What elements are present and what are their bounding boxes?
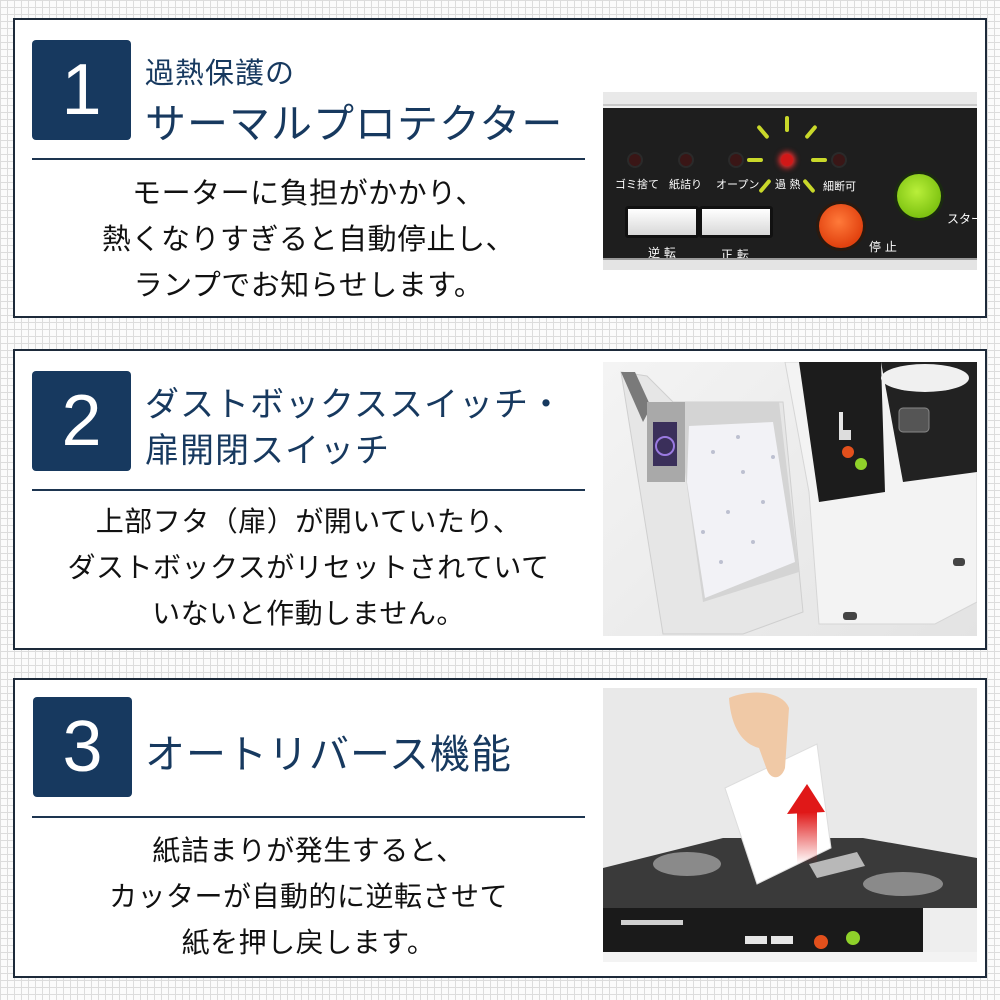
feature-panel-auto-reverse: 3 オートリバース機能 紙詰まりが発生すると、 カッターが自動的に逆転させて 紙… bbox=[13, 678, 987, 978]
indicator-label: オープン bbox=[716, 178, 760, 191]
title-divider bbox=[32, 489, 585, 491]
panel-bottom-trim bbox=[603, 258, 977, 270]
feature-number-badge: 1 bbox=[32, 40, 131, 140]
panel-top-trim bbox=[603, 92, 977, 106]
feature-description: 上部フタ（扉）が開いていたり、 ダストボックスがリセットされていて いないと作動… bbox=[32, 499, 585, 637]
feature-description: 紙詰まりが発生すると、 カッターが自動的に逆転させて 紙を押し戻します。 bbox=[32, 828, 585, 966]
control-panel-photo: ゴミ捨て 紙詰り オープン 過 熱 細断可 逆 転 正 転 停 止 スター bbox=[603, 92, 977, 270]
description-line: 上部フタ（扉）が開いていたり、 bbox=[95, 505, 522, 538]
start-label: スター bbox=[947, 212, 977, 226]
description-line: いないと作動しません。 bbox=[152, 597, 465, 630]
shredder-dustbox-illustration bbox=[620, 362, 977, 635]
description-line: ランプでお知らせします。 bbox=[133, 268, 484, 302]
glow-ray-icon bbox=[747, 158, 763, 162]
glow-ray-icon bbox=[811, 158, 827, 162]
led-paper-jam-icon bbox=[680, 154, 692, 166]
led-trash-icon bbox=[629, 154, 641, 166]
indicator-label: 細断可 bbox=[823, 180, 856, 193]
reverse-switch bbox=[625, 206, 699, 238]
glow-ray-icon bbox=[802, 178, 816, 194]
description-line: カッターが自動的に逆転させて bbox=[108, 880, 508, 913]
indicator-label: 過 熱 bbox=[775, 178, 801, 191]
led-open-icon bbox=[730, 154, 742, 166]
glow-ray-icon bbox=[756, 124, 770, 140]
auto-reverse-photo bbox=[603, 688, 977, 962]
feature-title-line1: ダストボックススイッチ・ bbox=[145, 385, 564, 425]
description-line: 紙を押し戻します。 bbox=[181, 926, 436, 959]
dust-box-photo bbox=[603, 362, 977, 636]
feature-title-line2: 扉開閉スイッチ bbox=[145, 431, 390, 471]
description-line: ダストボックスがリセットされていて bbox=[67, 551, 550, 584]
start-button-image bbox=[897, 174, 941, 218]
description-line: モーターに負担がかかり、 bbox=[132, 176, 485, 210]
glow-ray-icon bbox=[804, 124, 818, 140]
control-panel-body: ゴミ捨て 紙詰り オープン 過 熱 細断可 逆 転 正 転 停 止 スター bbox=[603, 108, 977, 262]
feature-title-line1: 過熱保護の bbox=[145, 56, 296, 90]
indicator-label: 紙詰り bbox=[669, 178, 702, 191]
description-line: 熱くなりすぎると自動停止し、 bbox=[101, 222, 515, 256]
title-divider bbox=[32, 816, 585, 818]
indicator-label: ゴミ捨て bbox=[615, 178, 659, 191]
feature-panel-dustbox-switch: 2 ダストボックススイッチ・ 扉開閉スイッチ 上部フタ（扉）が開いていたり、 ダ… bbox=[13, 349, 987, 650]
feature-number-badge: 2 bbox=[32, 371, 131, 471]
stop-label: 停 止 bbox=[869, 240, 897, 254]
reverse-label: 逆 転 bbox=[648, 246, 676, 260]
led-overheat-icon bbox=[781, 154, 793, 166]
feature-panel-thermal-protector: 1 過熱保護の サーマルプロテクター モーターに負担がかかり、 熱くなりすぎると… bbox=[13, 18, 987, 318]
title-divider bbox=[32, 158, 585, 160]
glow-ray-icon bbox=[758, 178, 772, 194]
glow-ray-icon bbox=[785, 116, 789, 132]
feature-number-badge: 3 bbox=[33, 697, 132, 797]
feature-description: モーターに負担がかかり、 熱くなりすぎると自動停止し、 ランプでお知らせします。 bbox=[32, 170, 585, 308]
description-line: 紙詰まりが発生すると、 bbox=[152, 834, 465, 867]
feature-title: オートリバース機能 bbox=[145, 732, 512, 778]
forward-switch bbox=[699, 206, 773, 238]
hand-pulling-paper-illustration bbox=[603, 692, 977, 962]
feature-title-line2: サーマルプロテクター bbox=[145, 100, 564, 148]
led-ready-icon bbox=[833, 154, 845, 166]
stop-button-image bbox=[819, 204, 863, 248]
